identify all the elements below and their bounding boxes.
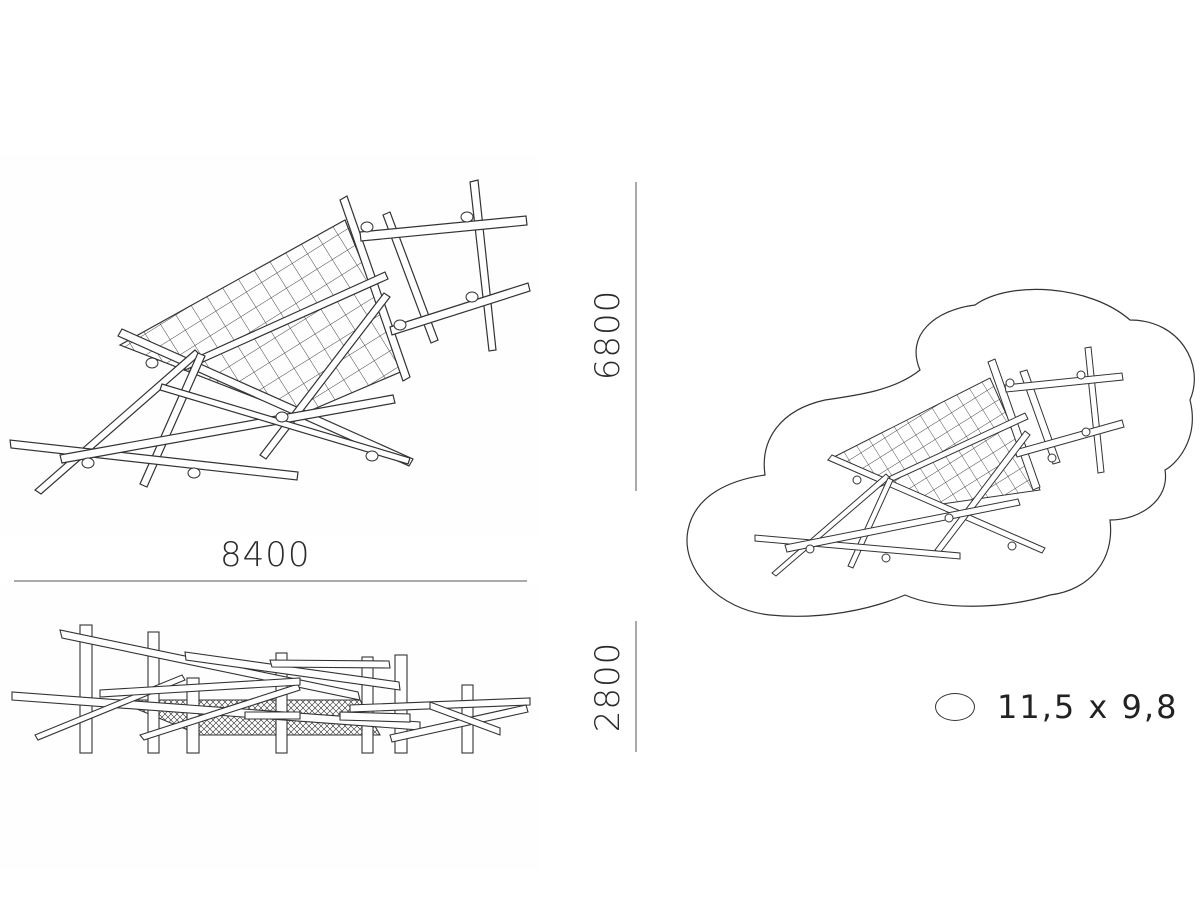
- post-footings: [81, 211, 479, 479]
- safety-area-drawing: [686, 288, 1195, 617]
- safety-area-label: 11,5 x 9,8: [997, 688, 1179, 726]
- log-group: [9, 179, 531, 495]
- length-dimension-label: 6800: [588, 289, 628, 381]
- safety-area-ellipse-icon: [935, 693, 975, 721]
- small-top-view: [754, 346, 1125, 577]
- safety-area-legend: 11,5 x 9,8: [935, 688, 1178, 726]
- height-dimension-label: 2800: [588, 641, 628, 733]
- top-view-drawing: [9, 179, 531, 495]
- width-dimension-label: 8400: [220, 535, 311, 575]
- side-view-drawing: [11, 624, 531, 754]
